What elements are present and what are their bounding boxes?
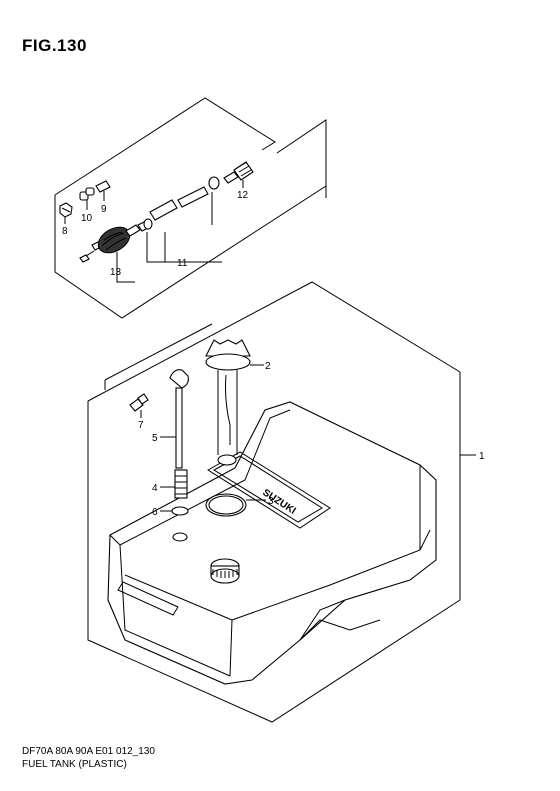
callout-7: 7 <box>138 420 144 431</box>
callout-8: 8 <box>62 226 68 237</box>
part-2-fuel-gauge[interactable] <box>205 339 251 466</box>
part-7-fitting[interactable] <box>129 393 149 412</box>
part-9-connector[interactable] <box>95 180 111 193</box>
callout-10: 10 <box>81 213 93 224</box>
callout-1: 1 <box>479 451 485 462</box>
tank-box <box>87 281 461 723</box>
callout-4: 4 <box>152 483 158 494</box>
part-fuel-hose[interactable] <box>137 176 220 232</box>
footer-description: FUEL TANK (PLASTIC) <box>22 759 127 770</box>
part-4-fitting[interactable] <box>174 469 188 499</box>
callout-3: 3 <box>268 496 274 507</box>
callout-2: 2 <box>265 361 271 372</box>
fuel-line-box <box>54 97 327 319</box>
footer-model-line: DF70A 80A 90A E01 012_130 <box>22 746 155 757</box>
part-3-gasket[interactable] <box>205 493 247 517</box>
callout-6: 6 <box>152 507 158 518</box>
part-13-primer-bulb[interactable] <box>79 222 141 263</box>
callout-13: 13 <box>110 267 122 278</box>
part-8-clamp[interactable] <box>59 202 73 218</box>
part-12-tank-connector[interactable] <box>223 161 254 184</box>
callout-9: 9 <box>101 204 107 215</box>
part-6-o-ring[interactable] <box>171 506 189 516</box>
fuel-tank-body[interactable] <box>107 401 437 685</box>
callout-5: 5 <box>152 433 158 444</box>
callout-11: 11 <box>177 258 188 269</box>
figure-title: FIG.130 <box>22 36 87 55</box>
part-5-pickup-tube[interactable] <box>169 369 189 469</box>
callout-12: 12 <box>237 190 249 201</box>
part-10-joint[interactable] <box>79 187 95 201</box>
